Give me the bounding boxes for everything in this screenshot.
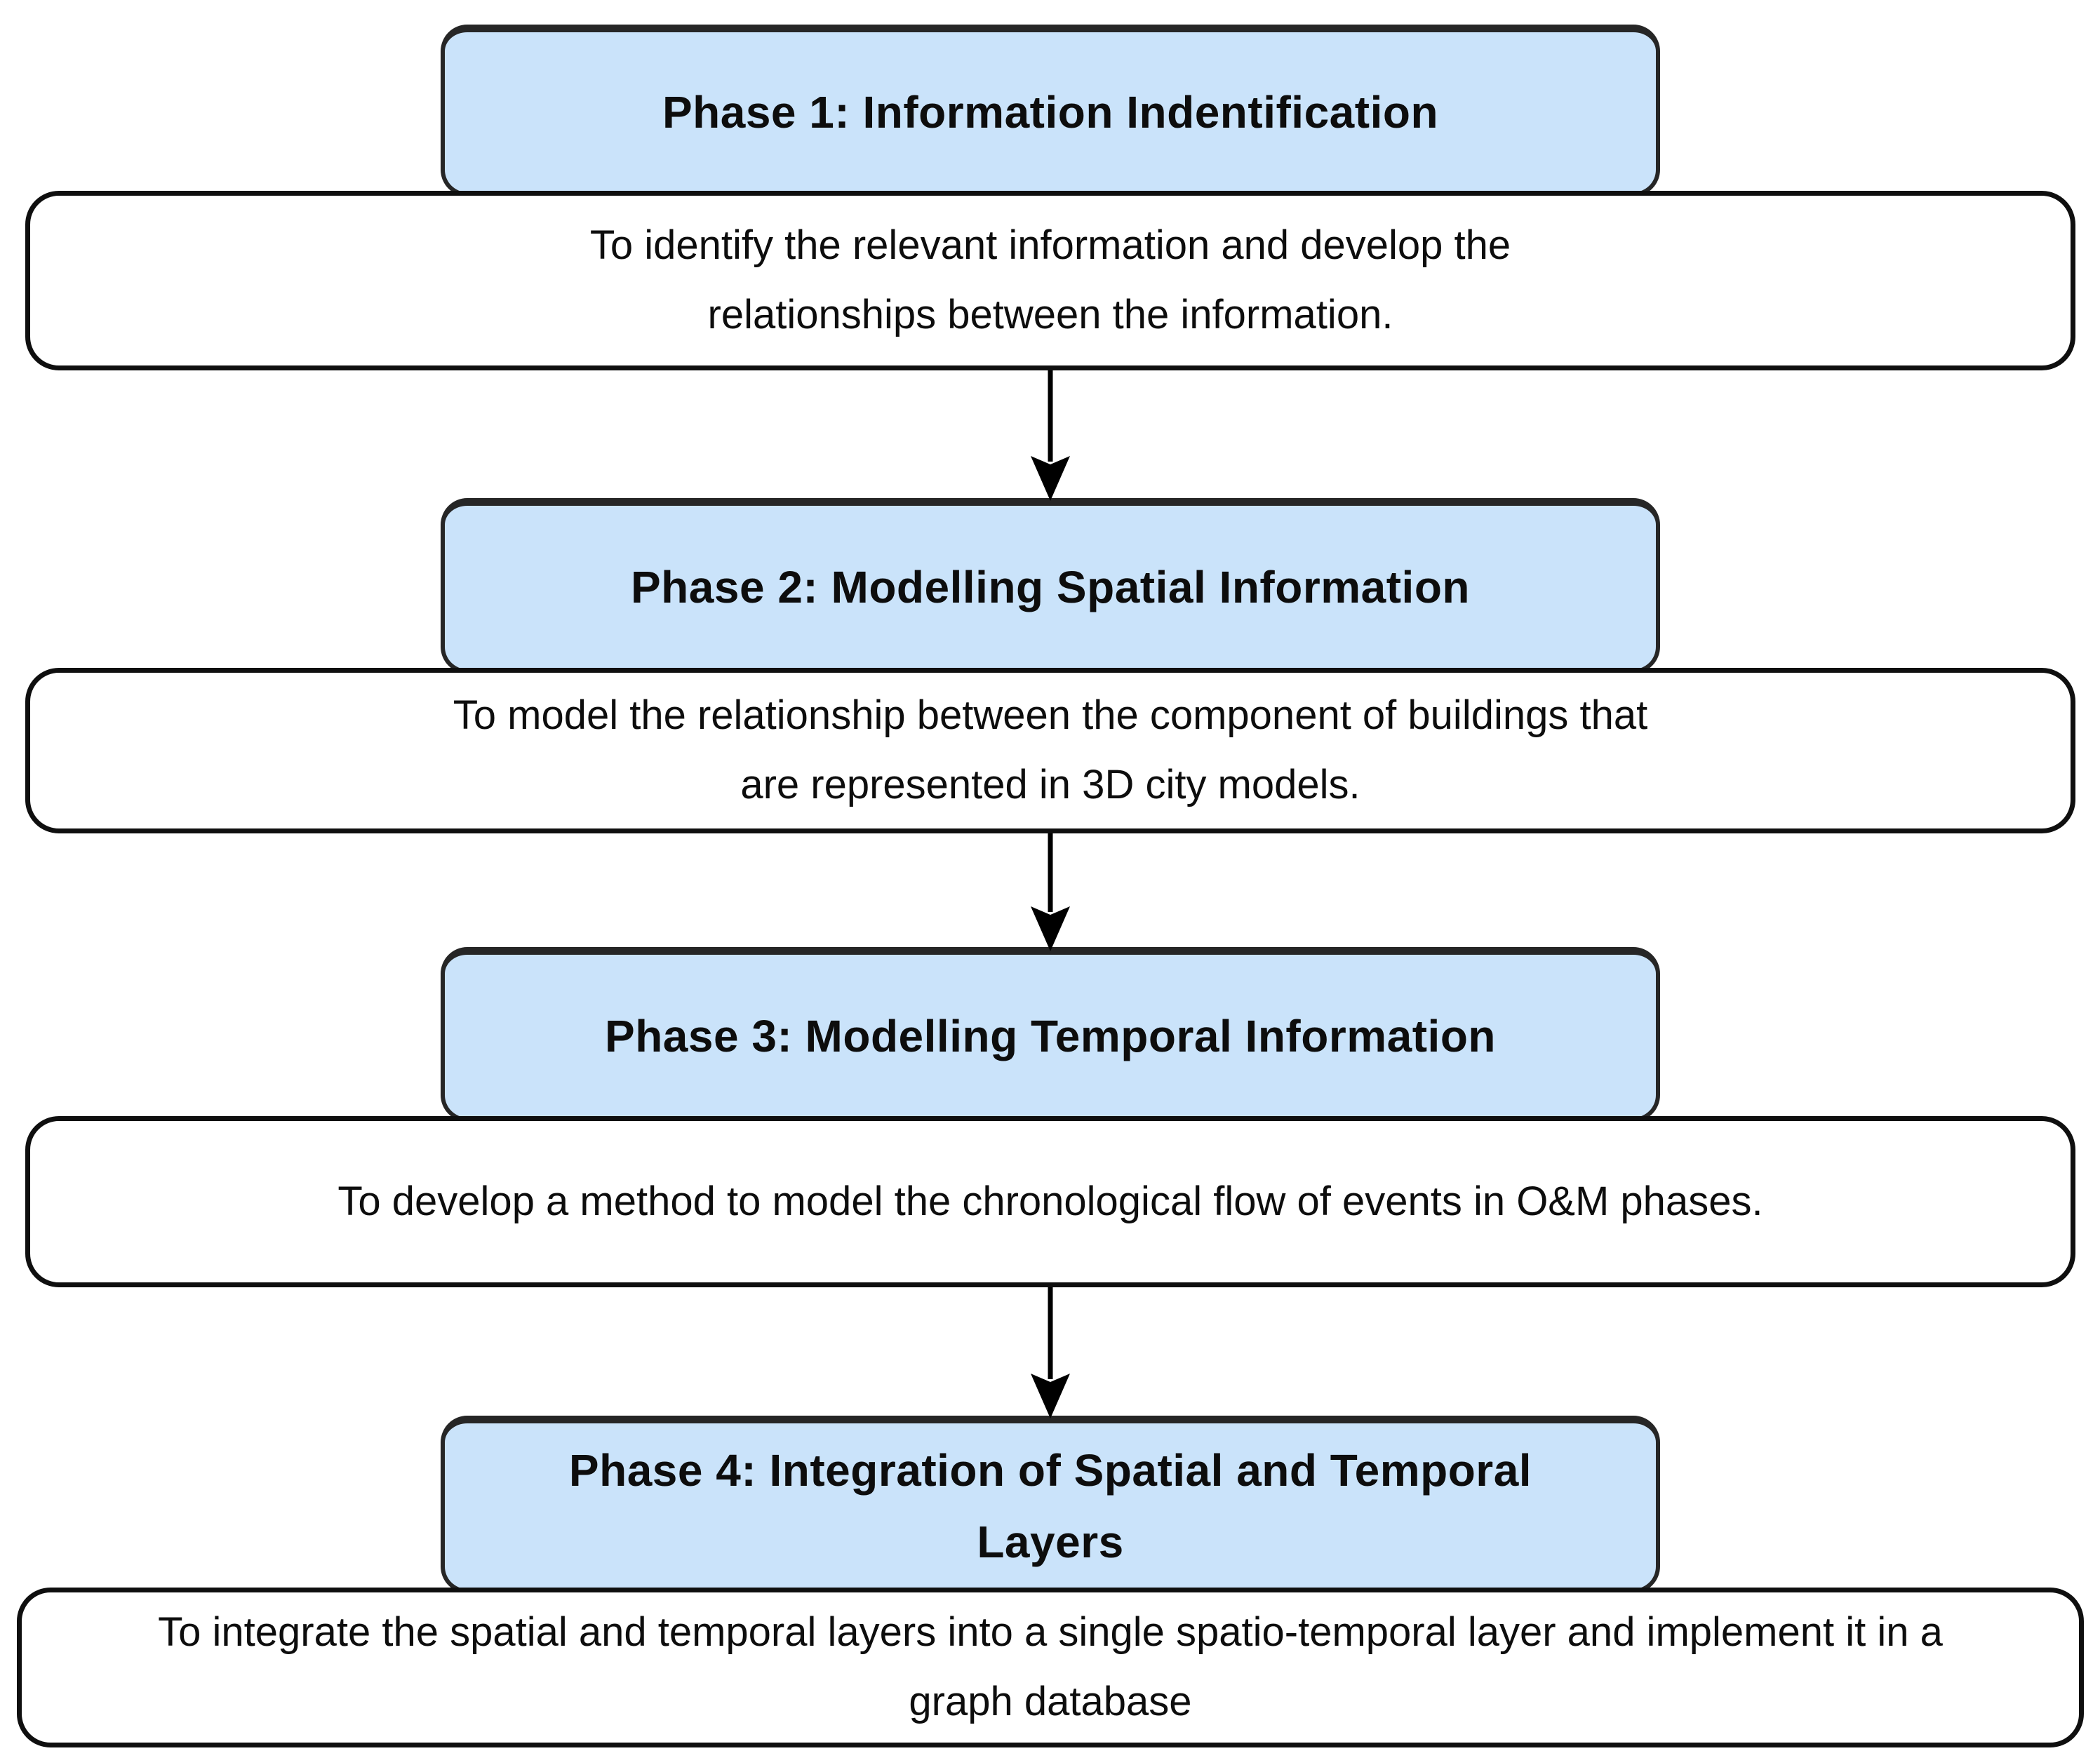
phase-2-title-box: Phase 2: Modelling Spatial Information [441, 498, 1660, 673]
phase-3-description: To develop a method to model the chronol… [337, 1178, 1763, 1224]
phase-3-title: Phase 3: Modelling Temporal Information [605, 1010, 1496, 1061]
phase-3-description-box: To develop a method to model the chronol… [25, 1116, 2075, 1287]
phase-1-description-box: To identify the relevant information and… [25, 191, 2075, 370]
arrow-down-icon [1031, 833, 1070, 951]
phase-1-title-box: Phase 1: Information Indentification [441, 25, 1660, 196]
phase-4-title-box: Phase 4: Integration of Spatial and Temp… [441, 1416, 1660, 1593]
phase-1-title: Phase 1: Information Indentification [662, 86, 1439, 137]
phase-1-description: To identify the relevant information and… [589, 222, 1511, 337]
arrow-down-icon [1031, 1287, 1070, 1418]
phase-4-description-box: To integrate the spatial and temporal la… [17, 1588, 2084, 1747]
phase-2-title: Phase 2: Modelling Spatial Information [630, 562, 1471, 613]
arrow-down-icon [1031, 370, 1070, 501]
phase-2-description: To model the relationship between the co… [453, 692, 1648, 807]
phase-3-title-box: Phase 3: Modelling Temporal Information [441, 947, 1660, 1122]
phase-4-description: To integrate the spatial and temporal la… [158, 1609, 1943, 1724]
phase-2-description-box: To model the relationship between the co… [25, 668, 2075, 833]
phase-4-title: Phase 4: Integration of Spatial and Temp… [568, 1444, 1532, 1567]
